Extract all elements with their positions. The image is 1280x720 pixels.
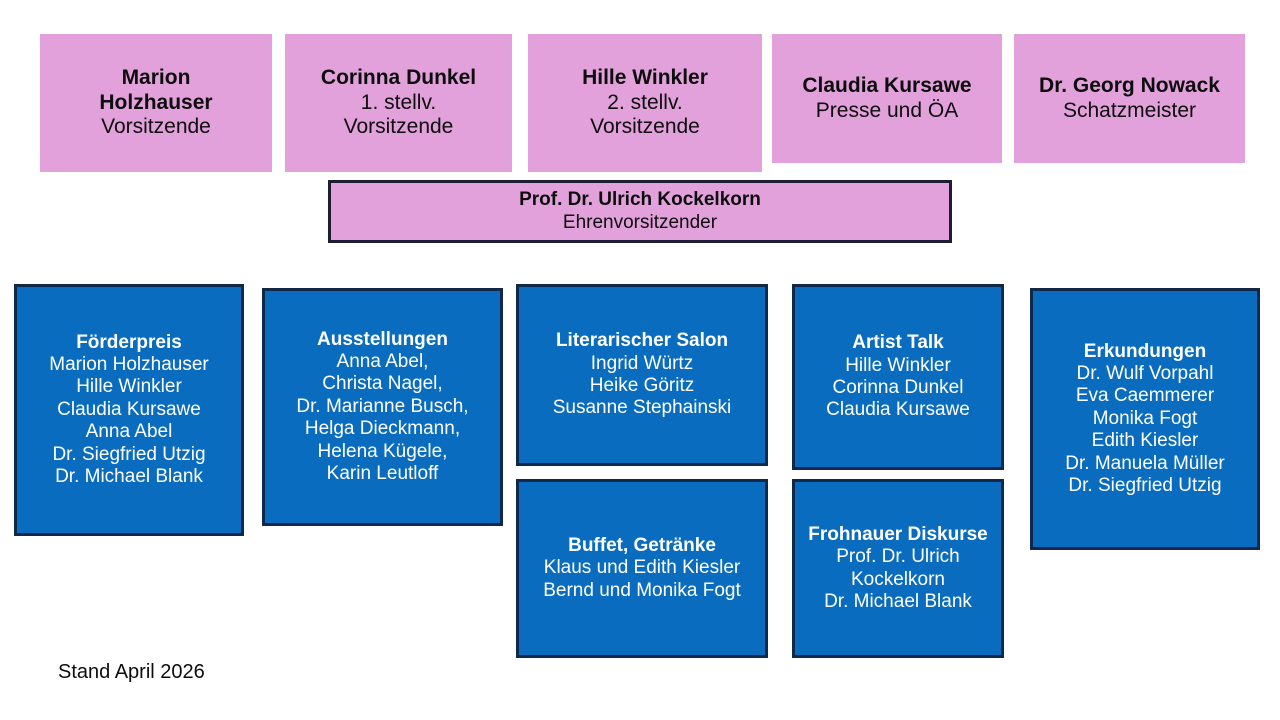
honorary-chair-name: Prof. Dr. Ulrich Kockelkorn xyxy=(519,189,761,211)
committee-members: Dr. Wulf Vorpahl Eva Caemmerer Monika Fo… xyxy=(1065,362,1225,497)
committee-card-frohnauer-diskurse: Frohnauer Diskurse Prof. Dr. Ulrich Kock… xyxy=(792,479,1004,658)
exec-role: 2. stellv. Vorsitzende xyxy=(590,90,700,139)
committee-card-artist-talk: Artist Talk Hille Winkler Corinna Dunkel… xyxy=(792,284,1004,470)
committee-members: Klaus und Edith Kiesler Bernd und Monika… xyxy=(543,557,741,601)
committee-card-ausstellungen: Ausstellungen Anna Abel, Christa Nagel, … xyxy=(262,288,503,526)
honorary-chair-role: Ehrenvorsitzender xyxy=(562,211,718,233)
committee-members: Hille Winkler Corinna Dunkel Claudia Kur… xyxy=(826,354,970,421)
committee-title: Buffet, Getränke xyxy=(568,534,716,556)
committee-card-literarischer-salon: Literarischer Salon Ingrid Würtz Heike G… xyxy=(516,284,768,466)
committee-title: Frohnauer Diskurse xyxy=(808,523,988,545)
exec-role: 1. stellv. Vorsitzende xyxy=(343,90,454,139)
committee-title: Ausstellungen xyxy=(317,328,448,350)
exec-card-erste-stellv-vorsitzende: Corinna Dunkel 1. stellv. Vorsitzende xyxy=(285,34,512,172)
exec-card-zweite-stellv-vorsitzende: Hille Winkler 2. stellv. Vorsitzende xyxy=(528,34,762,172)
committee-members: Anna Abel, Christa Nagel, Dr. Marianne B… xyxy=(296,350,469,485)
exec-card-vorsitzende: Marion Holzhauser Vorsitzende xyxy=(40,34,272,172)
committee-card-erkundungen: Erkundungen Dr. Wulf Vorpahl Eva Caemmer… xyxy=(1030,288,1260,550)
committee-card-buffet-getraenke: Buffet, Getränke Klaus und Edith Kiesler… xyxy=(516,479,768,658)
committee-title: Förderpreis xyxy=(76,331,182,353)
exec-name: Dr. Georg Nowack xyxy=(1039,73,1220,97)
exec-role: Vorsitzende xyxy=(101,115,211,139)
committee-card-foerderpreis: Förderpreis Marion Holzhauser Hille Wink… xyxy=(14,284,244,536)
committee-title: Artist Talk xyxy=(852,332,944,354)
exec-name: Marion Holzhauser xyxy=(99,65,213,114)
exec-card-schatzmeister: Dr. Georg Nowack Schatzmeister xyxy=(1014,34,1245,163)
exec-name: Claudia Kursawe xyxy=(802,73,972,97)
honorary-chair-card: Prof. Dr. Ulrich Kockelkorn Ehrenvorsitz… xyxy=(328,180,952,243)
exec-name: Hille Winkler xyxy=(582,65,708,89)
exec-role: Schatzmeister xyxy=(1062,98,1197,122)
exec-card-presse-und-oea: Claudia Kursawe Presse und ÖA xyxy=(772,34,1002,163)
committee-members: Prof. Dr. Ulrich Kockelkorn Dr. Michael … xyxy=(824,546,972,612)
exec-name: Corinna Dunkel xyxy=(320,65,477,89)
committee-members: Marion Holzhauser Hille Winkler Claudia … xyxy=(49,353,209,488)
committee-title: Literarischer Salon xyxy=(555,330,729,352)
committee-title: Erkundungen xyxy=(1083,340,1207,362)
committee-members: Ingrid Würtz Heike Göritz Susanne Stepha… xyxy=(552,352,732,419)
chart-footnote: Stand April 2026 xyxy=(58,661,205,683)
exec-role: Presse und ÖA xyxy=(815,98,959,122)
